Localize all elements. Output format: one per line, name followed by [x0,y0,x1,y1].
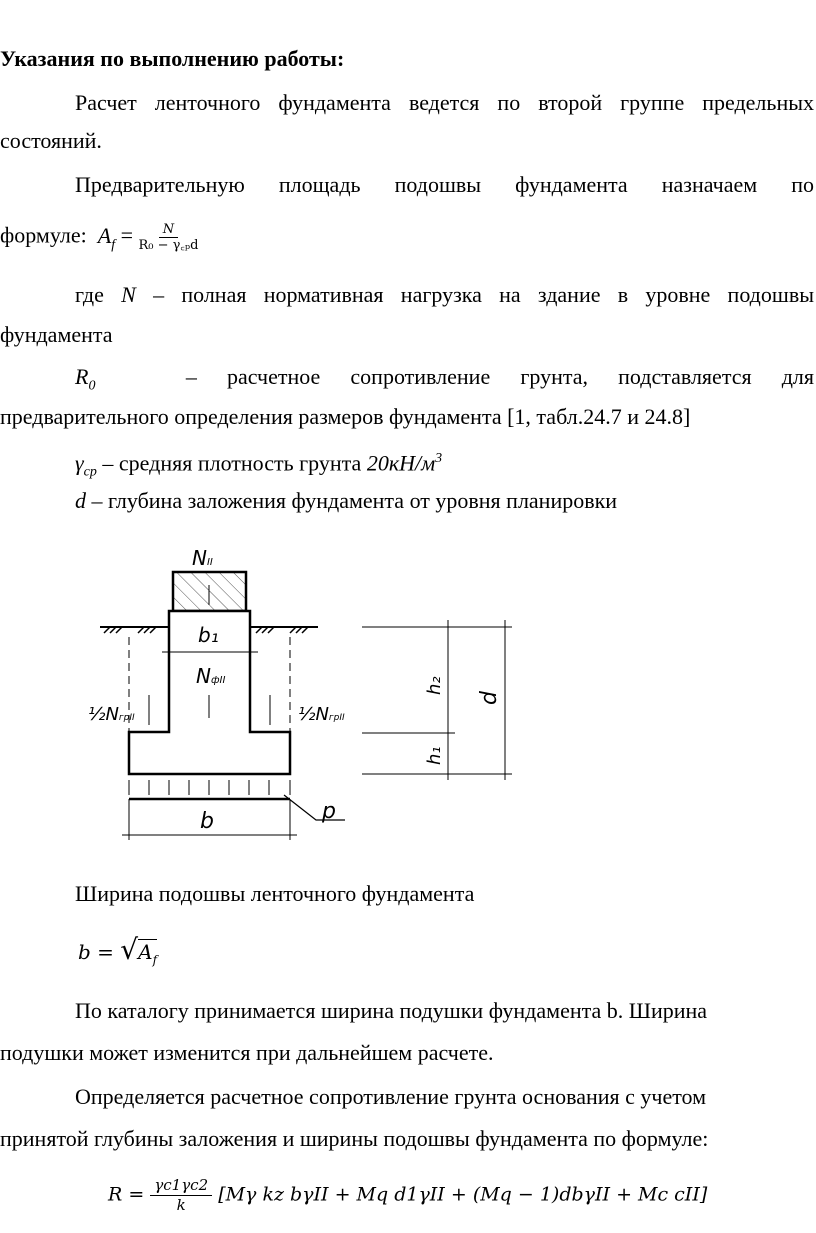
p2-line1: Предварительную площадь подошвы фундамен… [75,172,814,197]
foundation-diagram: NII b₁ NфII ½NгрII ½NгрII b p h₂ h₁ d [88,546,512,840]
p4-line1: R0 – расчетное сопротивление грунта, под… [75,364,814,394]
p8-line1: По каталогу принимается ширина подушки ф… [75,998,708,1023]
label-b1: b₁ [198,623,219,647]
p2-word: формуле: [0,222,87,248]
label-n: NII [192,546,213,570]
formula-b: b = √Af [78,933,158,967]
formula-eq: = [115,222,139,248]
p9-line2: принятой глубины заложения и ширины подо… [0,1126,709,1151]
p7: Ширина подошвы ленточного фундамента [75,881,475,906]
p5: γср – средняя плотность грунта 20кН/м3 [75,450,443,480]
p3-line1: где N – полная нормативная нагрузка на з… [75,282,814,307]
p3-line2: фундамента [0,322,113,347]
label-h2: h₂ [424,676,445,695]
p1-line1: Расчет ленточного фундамента ведется по … [75,90,814,115]
label-half-left: ½NгрII [88,704,135,725]
p6: d – глубина заложения фундамента от уров… [75,488,618,513]
label-nf: NфII [196,664,225,688]
formula-af-lhs: Af [97,222,116,252]
p9-line1: Определяется расчетное сопротивление гру… [75,1084,707,1109]
label-half-right: ½NгрII [298,704,345,725]
label-b: b [200,809,214,834]
heading: Указания по выполнению работы: [0,46,345,71]
label-h1: h₁ [424,746,445,765]
p8-line2: подушки может изменится при дальнейшем р… [0,1040,494,1065]
p1-line2: состояний. [0,128,102,153]
p4-line2: предварительного определения размеров фу… [0,404,691,429]
label-p: p [321,799,336,824]
label-d: d [477,690,502,705]
